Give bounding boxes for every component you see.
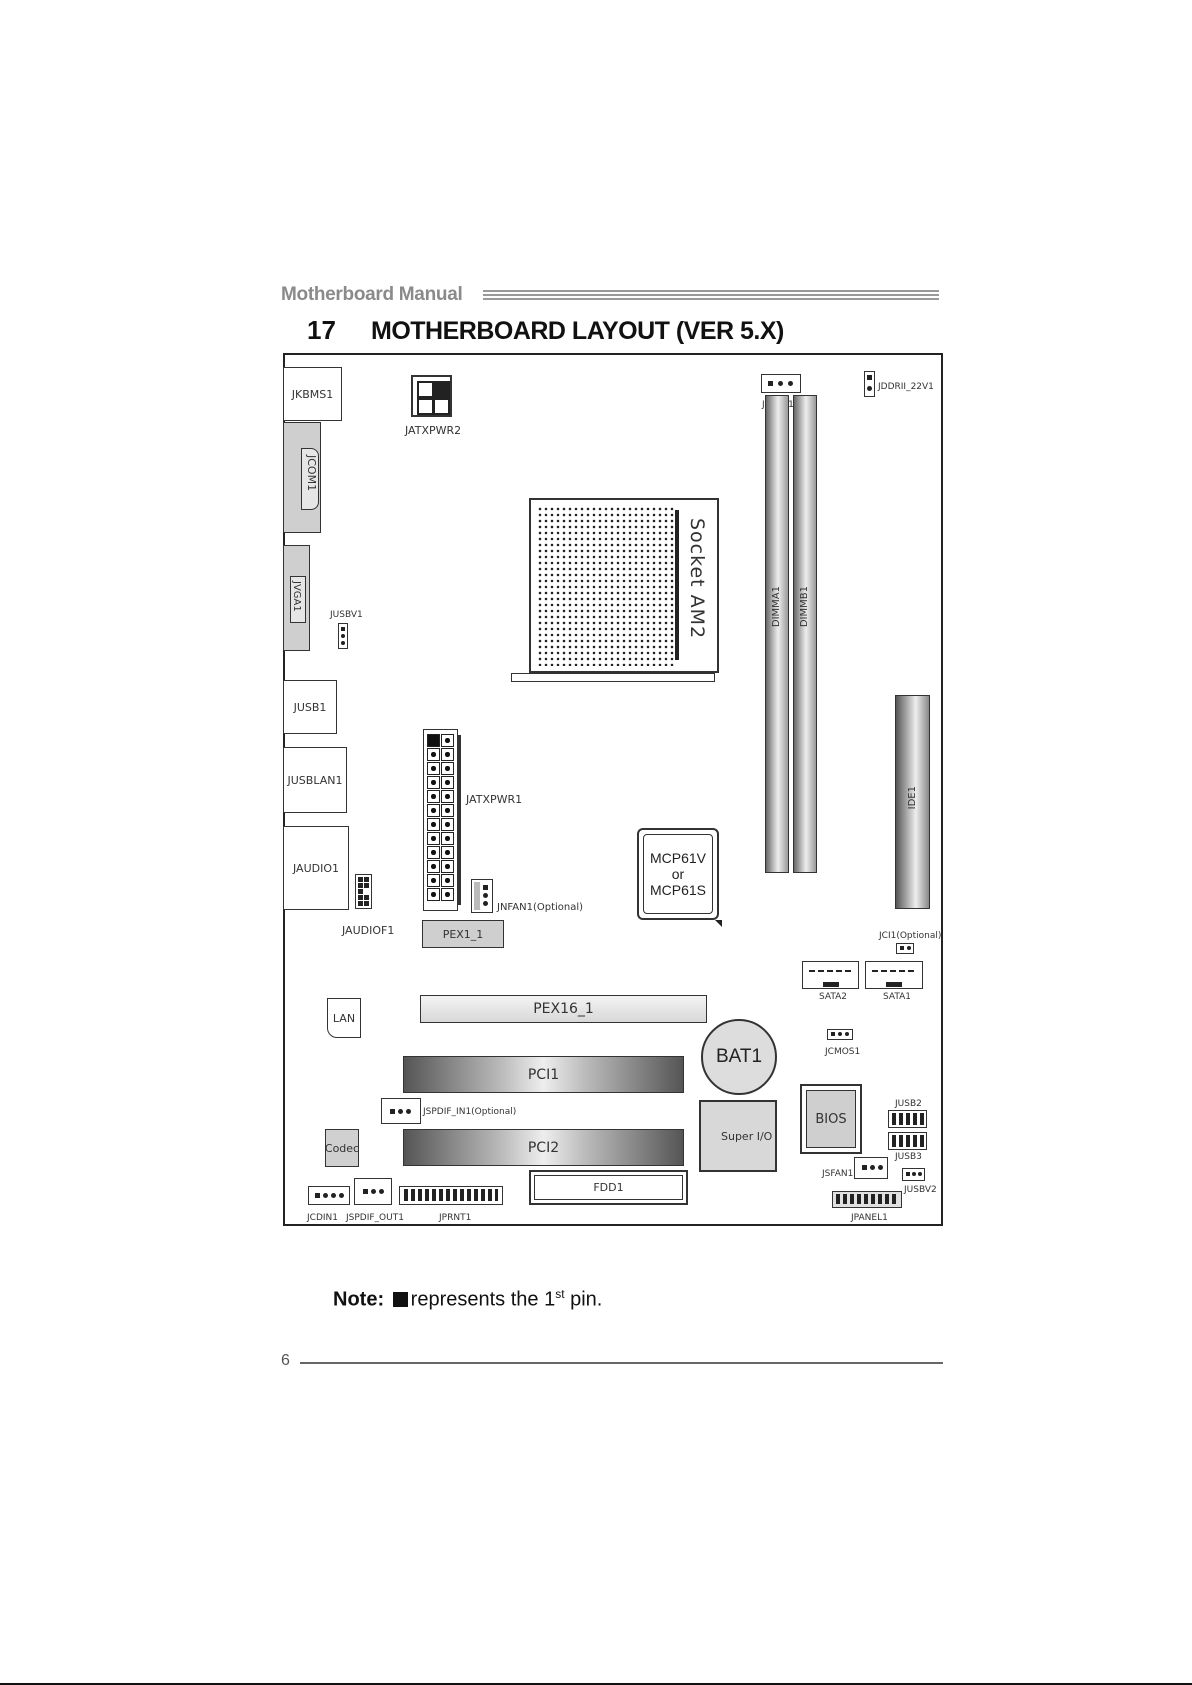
codec-label: Codec — [324, 1141, 360, 1155]
socket-lever — [511, 673, 715, 682]
ide1-connector: IDE1 — [895, 695, 930, 909]
super-io-chip: Super I/O — [699, 1100, 777, 1172]
jspdif-out1-connector — [354, 1178, 392, 1205]
pci2-label: PCI2 — [527, 1139, 560, 1156]
section-number: 17 — [307, 315, 336, 345]
jprnt1-connector — [399, 1186, 503, 1205]
note-text-end: pin. — [564, 1288, 603, 1311]
super-io-label: Super I/O — [721, 1130, 773, 1143]
codec-chip: Codec — [325, 1129, 359, 1167]
mcp-line2: or — [671, 866, 685, 882]
socket-label: Socket AM2 — [686, 518, 708, 640]
jvga1-label: JVGA1 — [291, 581, 302, 612]
jatxpwr1-label: JATXPWR1 — [466, 793, 523, 806]
jcfan1-connector — [761, 374, 801, 393]
jusbv1-connector — [338, 623, 348, 649]
sata2-label: SATA2 — [819, 992, 848, 1002]
fdd1-label: FDD1 — [593, 1181, 624, 1194]
jcmos1-connector — [827, 1029, 853, 1040]
fdd1-connector: FDD1 — [529, 1170, 688, 1205]
jusb3-connector — [888, 1132, 927, 1150]
header-rule — [483, 290, 939, 300]
dimmb1-label: DIMMB1 — [799, 586, 810, 628]
dimma1-slot: DIMMA1 — [765, 395, 789, 873]
jaudiof1-label: JAUDIOF1 — [342, 924, 395, 937]
jprnt1-label: JPRNT1 — [439, 1213, 472, 1223]
jaudio1-label: JAUDIO1 — [293, 861, 339, 875]
jcdin1-label: JCDIN1 — [307, 1213, 338, 1223]
jusb1-connector: JUSB1 — [283, 680, 337, 734]
sata1-connector — [865, 961, 923, 989]
lan-label: LAN — [332, 1011, 356, 1025]
jnfan1-connector — [471, 879, 493, 913]
socket-am2: Socket AM2 — [529, 498, 719, 673]
bottom-rule — [0, 1683, 1192, 1685]
pci1-slot: PCI1 — [403, 1056, 684, 1093]
jusbv2-label: JUSBV2 — [904, 1185, 937, 1195]
jspdif-in1-label: JSPDIF_IN1(Optional) — [423, 1107, 517, 1117]
jaudiof1-connector — [355, 874, 372, 909]
jcmos1-label: JCMOS1 — [825, 1047, 861, 1057]
jcdin1-connector — [308, 1186, 350, 1205]
jci1-connector — [896, 943, 914, 954]
pex16-1-label: PEX16_1 — [533, 1001, 594, 1017]
jusblan1-label: JUSBLAN1 — [287, 773, 343, 787]
jatxpwr2-label: JATXPWR2 — [405, 424, 462, 437]
bat1-battery: BAT1 — [701, 1019, 777, 1095]
dimmb1-slot: DIMMB1 — [793, 395, 817, 873]
bat1-label: BAT1 — [715, 1046, 763, 1067]
pex1-1-label: PEX1_1 — [442, 927, 484, 941]
sata1-label: SATA1 — [883, 992, 912, 1002]
jusbv1-label: JUSBV1 — [330, 610, 363, 620]
jaudio1-connector: JAUDIO1 — [283, 826, 349, 910]
jsfan1-connector — [854, 1157, 888, 1179]
manual-title: Motherboard Manual — [281, 284, 463, 305]
mcp-line1: MCP61V — [649, 850, 707, 866]
section-title: MOTHERBOARD LAYOUT (VER 5.X) — [371, 317, 784, 345]
jatxpwr2-connector — [411, 375, 452, 417]
first-pin-square-icon — [392, 1291, 408, 1307]
footer-rule — [300, 1362, 943, 1364]
jusblan1-connector: JUSBLAN1 — [283, 747, 347, 813]
note-text: represents the 1 — [410, 1288, 556, 1311]
jnfan1-label: JNFAN1(Optional) — [497, 902, 584, 913]
jci1-label: JCI1(Optional) — [879, 931, 942, 941]
jusb2-label: JUSB2 — [895, 1099, 922, 1109]
page-number: 6 — [281, 1352, 290, 1369]
bios-chip: BIOS — [800, 1084, 862, 1154]
dimma1-label: DIMMA1 — [771, 586, 782, 628]
pex16-1-slot: PEX16_1 — [420, 995, 707, 1023]
jkbms1-label: JKBMS1 — [291, 387, 334, 401]
pci1-label: PCI1 — [527, 1066, 560, 1083]
jusb2-connector — [888, 1110, 927, 1128]
first-pin-note: Note: represents the 1st pin. — [333, 1287, 602, 1312]
jusbv2-connector — [902, 1168, 925, 1181]
jsfan1-label: JSFAN1 — [822, 1169, 854, 1179]
jspdif-out1-label: JSPDIF_OUT1 — [346, 1213, 404, 1223]
pex1-1-slot: PEX1_1 — [422, 920, 504, 948]
sata2-connector — [802, 961, 859, 989]
jusb1-label: JUSB1 — [293, 700, 327, 714]
lan-chip: LAN — [327, 998, 361, 1038]
note-superscript: st — [555, 1287, 565, 1301]
jcom1-label: JCOM1 — [305, 455, 318, 492]
jddrii-22v1-label: JDDRII_22V1 — [878, 382, 934, 392]
motherboard-diagram: JKBMS1 JATXPWR2 JCFAN1 JDDRII_22V1 JCOM1… — [283, 353, 943, 1226]
jatxpwr1-connector — [423, 729, 458, 911]
mcp-line3: MCP61S — [649, 882, 707, 898]
note-label: Note: — [333, 1288, 385, 1311]
jusb3-label: JUSB3 — [895, 1152, 922, 1162]
ide1-label: IDE1 — [907, 786, 918, 810]
jpanel1-label: JPANEL1 — [851, 1213, 888, 1223]
jspdif-in1-connector — [381, 1098, 421, 1124]
bios-label: BIOS — [815, 1111, 847, 1127]
mcp61-chip: MCP61V or MCP61S — [637, 828, 719, 920]
jpanel1-connector — [832, 1191, 902, 1208]
jcom1-connector: JCOM1 — [283, 422, 321, 533]
pci2-slot: PCI2 — [403, 1129, 684, 1166]
jkbms1-connector: JKBMS1 — [283, 367, 342, 421]
jddrii-22v1-connector — [864, 371, 875, 397]
jvga1-connector: JVGA1 — [283, 545, 310, 651]
